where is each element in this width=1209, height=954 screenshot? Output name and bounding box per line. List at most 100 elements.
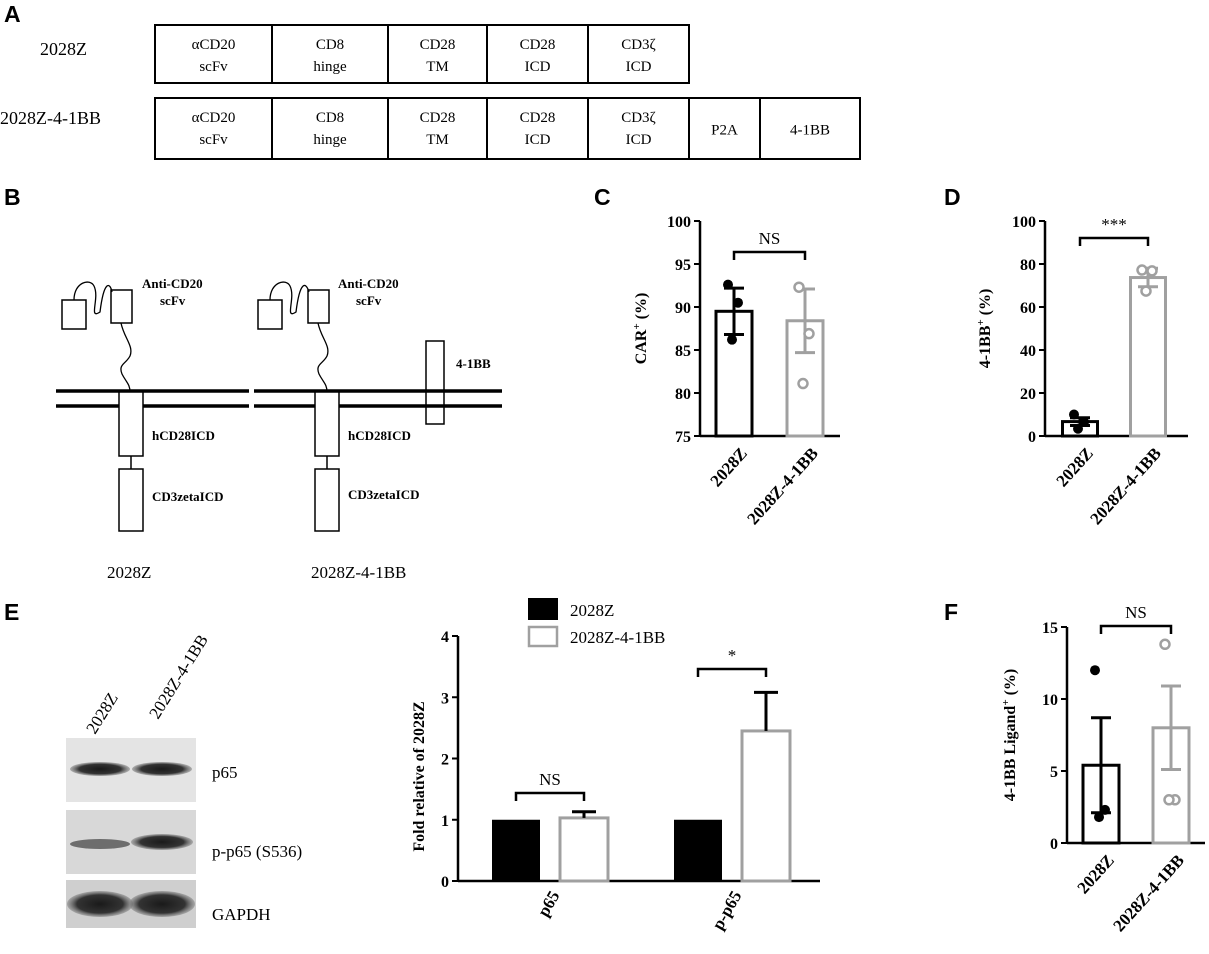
data-point xyxy=(1140,285,1152,297)
linker xyxy=(73,281,113,315)
diagram-caption: 2028Z-4-1BB xyxy=(311,563,406,582)
construct-segment xyxy=(587,97,690,160)
blot-band xyxy=(131,834,193,850)
construct-segment xyxy=(486,97,589,160)
diagram-labels: Anti-CD20 scFv hCD28ICD CD3zetaICD 2028Z… xyxy=(107,276,491,582)
4-1bb-label: 4-1BB xyxy=(456,356,491,371)
segment-label: ICD xyxy=(626,132,652,148)
panel-label-f: F xyxy=(944,599,958,625)
construct-name: 2028Z-4-1BB xyxy=(0,108,101,128)
hinge xyxy=(120,322,132,393)
scfv-domain xyxy=(110,289,133,324)
x-category-label: p-p65 xyxy=(708,888,745,934)
data-point xyxy=(1100,804,1110,815)
blot-band xyxy=(67,891,133,917)
legend-swatch xyxy=(527,625,559,648)
segment-label: scFv xyxy=(199,132,228,148)
blot-row-label: p-p65 (S536) xyxy=(212,842,302,861)
western-blot: 2028Z 2028Z-4-1BB p65 p-p65 (S536) GAPDH xyxy=(66,631,302,928)
y-axis-label: CAR+ (%) xyxy=(631,293,650,365)
significance-label: *** xyxy=(1101,215,1127,234)
y-tick-label: 75 xyxy=(675,429,691,446)
construct-segment xyxy=(271,97,389,160)
data-point xyxy=(793,281,805,293)
bar xyxy=(492,819,540,881)
segment-label: CD3ζ xyxy=(621,110,656,126)
y-tick-label: 80 xyxy=(675,386,691,403)
scfv-domain xyxy=(61,299,87,330)
blot-band xyxy=(70,762,130,776)
hinge xyxy=(317,322,329,393)
significance-label: NS xyxy=(1125,603,1147,622)
segment-label: P2A xyxy=(711,123,738,139)
segment-label: 4-1BB xyxy=(790,123,830,139)
significance-label: * xyxy=(728,646,737,665)
construct-name: 2028Z xyxy=(40,39,87,59)
panel-label-e: E xyxy=(4,599,19,625)
x-category-label: p65 xyxy=(534,888,564,920)
significance-bracket xyxy=(732,250,807,260)
blot-band xyxy=(129,891,195,917)
segment-label: hinge xyxy=(313,59,347,75)
segment-label: ICD xyxy=(525,132,551,148)
construct-segment xyxy=(587,24,690,84)
cd3zeta-label: CD3zetaICD xyxy=(348,487,419,502)
data-point xyxy=(1146,265,1158,277)
bar xyxy=(674,819,722,881)
scfv-label: Anti-CD20 xyxy=(338,276,399,291)
significance-label: NS xyxy=(759,229,781,248)
segment-label: CD28 xyxy=(520,37,556,53)
cd3zeta-domain xyxy=(118,468,144,532)
data-point xyxy=(1079,417,1089,428)
construct-segment xyxy=(154,24,273,84)
data-point xyxy=(733,297,743,308)
y-tick-label: 1 xyxy=(441,813,449,830)
y-tick-label: 0 xyxy=(1028,429,1036,446)
y-tick-label: 4 xyxy=(441,629,449,646)
y-tick-label: 15 xyxy=(1042,620,1058,637)
y-tick-label: 80 xyxy=(1020,257,1036,274)
panel-label-d: D xyxy=(944,184,961,210)
significance-bracket xyxy=(696,667,768,677)
data-point xyxy=(1094,812,1104,823)
segment-label: scFv xyxy=(199,59,228,75)
car-diagram xyxy=(56,281,502,532)
significance-bracket xyxy=(1078,236,1150,246)
construct-segment xyxy=(271,24,389,84)
legend-label: 2028Z xyxy=(570,601,614,620)
blot-band xyxy=(132,762,192,776)
y-tick-label: 2 xyxy=(441,752,449,769)
y-axis-label: Fold relative of 2028Z xyxy=(411,701,428,851)
construct-segment xyxy=(387,97,488,160)
data-point xyxy=(1159,638,1171,651)
scfv-label: Anti-CD20 xyxy=(142,276,203,291)
construct-segment xyxy=(387,24,488,84)
segment-label: CD3ζ xyxy=(621,37,656,53)
blot-lane-label: 2028Z-4-1BB xyxy=(145,631,212,722)
panel-label-b: B xyxy=(4,184,21,210)
y-tick-label: 20 xyxy=(1020,386,1036,403)
y-tick-label: 100 xyxy=(1012,214,1036,231)
y-tick-label: 10 xyxy=(1042,692,1058,709)
y-axis-label: 4-1BB Ligand+ (%) xyxy=(1000,669,1019,802)
cd28-label: hCD28ICD xyxy=(152,428,215,443)
scfv-label: scFv xyxy=(356,293,382,308)
data-point xyxy=(723,279,733,290)
y-tick-label: 60 xyxy=(1020,300,1036,317)
segment-label: TM xyxy=(426,132,449,148)
data-point xyxy=(1069,409,1079,420)
bar xyxy=(740,729,792,883)
construct-segment xyxy=(759,97,861,160)
data-point xyxy=(1136,264,1148,276)
scfv-domain xyxy=(257,299,283,330)
segment-label: αCD20 xyxy=(192,37,236,53)
significance-bracket xyxy=(514,791,586,801)
data-point xyxy=(803,327,815,340)
data-point xyxy=(1073,423,1083,434)
construct-segment xyxy=(154,97,273,160)
cd28-domain xyxy=(314,391,340,457)
cd3zeta-label: CD3zetaICD xyxy=(152,489,223,504)
